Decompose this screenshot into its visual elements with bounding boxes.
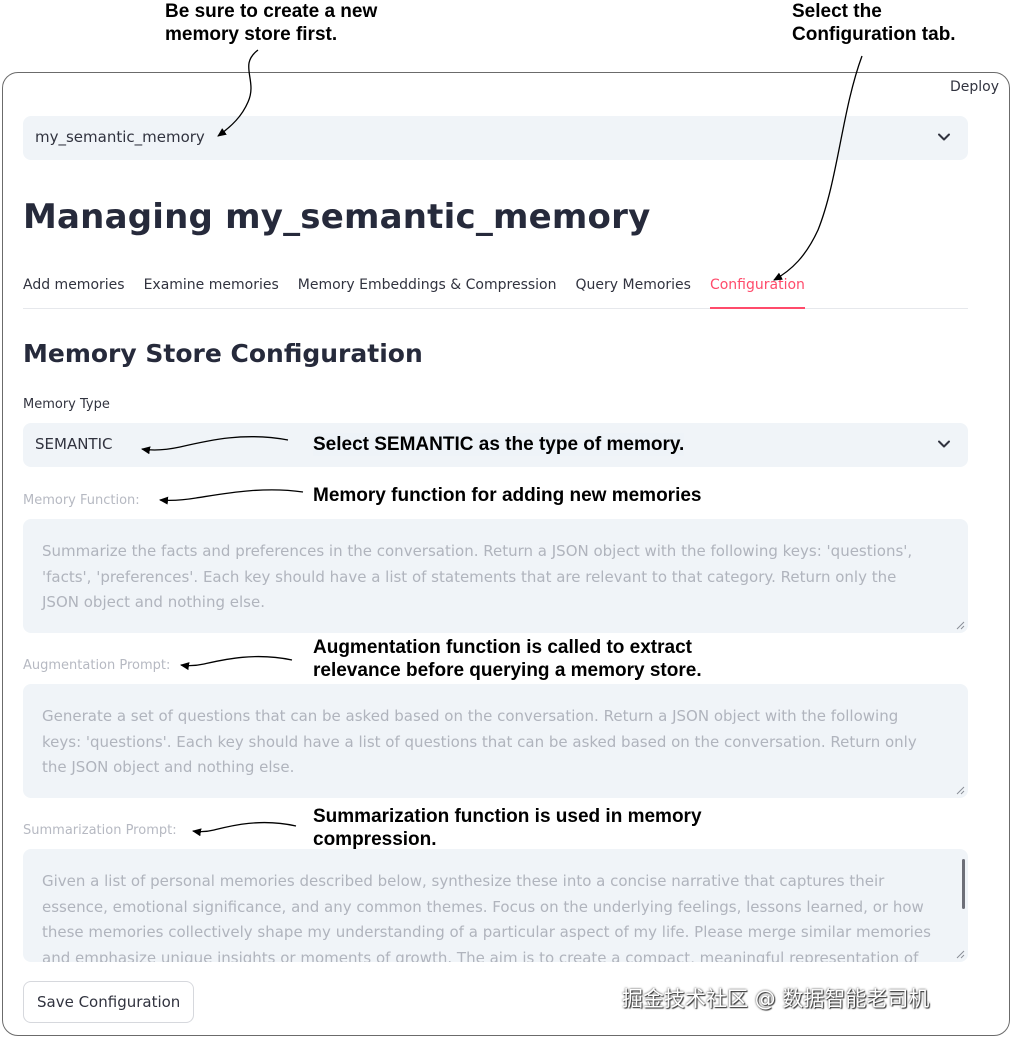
tab-bar: Add memories Examine memories Memory Emb… <box>23 275 968 309</box>
tab-add-memories[interactable]: Add memories <box>23 277 125 293</box>
resize-grip-icon[interactable] <box>955 785 965 795</box>
tab-query-memories[interactable]: Query Memories <box>575 277 691 293</box>
memory-type-select-value: SEMANTIC <box>35 435 113 453</box>
tab-memory-embeddings-compression[interactable]: Memory Embeddings & Compression <box>297 277 557 293</box>
memory-function-textarea[interactable]: Summarize the facts and preferences in t… <box>23 519 968 633</box>
callout-select-configuration-tab: Select the Configuration tab. <box>792 1 956 45</box>
summarization-prompt-label: Summarization Prompt: <box>23 823 177 838</box>
callout-augmentation-function: Augmentation function is called to extra… <box>313 637 702 681</box>
callout-create-memory-store: Be sure to create a new memory store fir… <box>165 1 378 45</box>
chevron-down-icon <box>938 440 950 448</box>
augmentation-prompt-textarea[interactable]: Generate a set of questions that can be … <box>23 684 968 798</box>
augmentation-prompt-label: Augmentation Prompt: <box>23 658 171 673</box>
summarization-prompt-textarea[interactable]: Given a list of personal memories descri… <box>23 849 968 962</box>
augmentation-prompt-placeholder: Generate a set of questions that can be … <box>42 707 917 776</box>
memory-function-placeholder: Summarize the facts and preferences in t… <box>42 542 913 611</box>
app-window: Deploy my_semantic_memory Managing my_se… <box>2 72 1010 1036</box>
summarization-prompt-placeholder: Given a list of personal memories descri… <box>42 872 931 962</box>
resize-grip-icon[interactable] <box>955 620 965 630</box>
section-title: Memory Store Configuration <box>23 339 423 368</box>
watermark: 掘金技术社区 @ 数据智能老司机 <box>622 987 930 1011</box>
deploy-button[interactable]: Deploy <box>949 79 999 95</box>
callout-select-semantic: Select SEMANTIC as the type of memory. <box>313 433 685 456</box>
callout-memory-function: Memory function for adding new memories <box>313 485 702 506</box>
save-configuration-button[interactable]: Save Configuration <box>23 981 195 1023</box>
page-title: Managing my_semantic_memory <box>23 197 651 237</box>
tab-configuration[interactable]: Configuration <box>709 275 805 309</box>
memory-store-select-value: my_semantic_memory <box>35 128 205 146</box>
chevron-down-icon <box>938 133 950 141</box>
memory-function-label: Memory Function: <box>23 493 140 508</box>
callout-summarization-function: Summarization function is used in memory… <box>313 806 702 850</box>
textarea-scrollbar[interactable] <box>962 859 965 909</box>
memory-store-select[interactable]: my_semantic_memory <box>23 116 968 160</box>
memory-type-label: Memory Type <box>23 397 110 412</box>
tab-examine-memories[interactable]: Examine memories <box>143 277 279 293</box>
resize-grip-icon[interactable] <box>955 949 965 959</box>
